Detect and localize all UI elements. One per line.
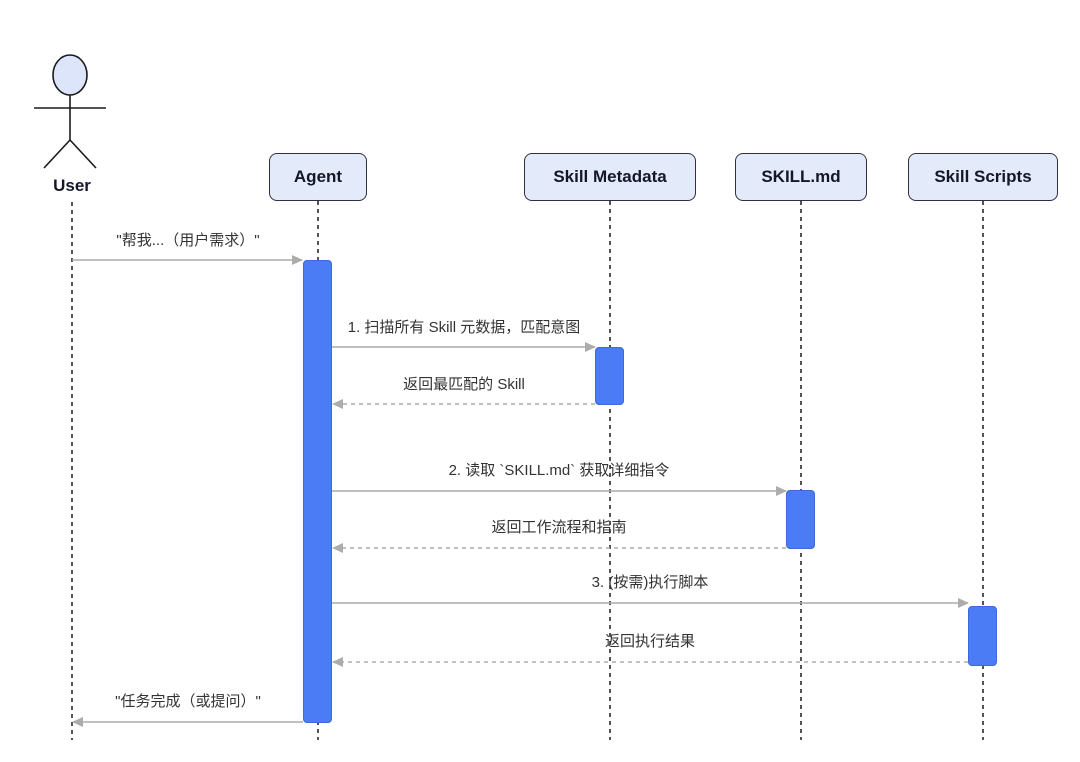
activation-skill-metadata [595,347,624,405]
actor-head [52,54,88,96]
participant-skill-md-label: SKILL.md [761,167,841,186]
message-label-scan-metadata: 1. 扫描所有 Skill 元数据，匹配意图 [347,319,581,336]
message-label-execute-scripts: 3. (按需)执行脚本 [591,574,709,591]
participant-skill-metadata: Skill Metadata [524,153,696,201]
message-label-return-best-skill: 返回最匹配的 Skill [403,376,525,393]
message-label-task-complete: "任务完成（或提问）" [115,693,261,710]
message-label-return-results: 返回执行结果 [604,633,696,650]
message-label-read-skill-md: 2. 读取 `SKILL.md` 获取详细指令 [448,462,670,479]
activation-skill-scripts [968,606,997,666]
participant-agent: Agent [269,153,367,201]
participant-skill-metadata-label: Skill Metadata [553,167,667,186]
actor-left-leg [43,139,71,169]
participant-skill-scripts-label: Skill Scripts [934,167,1032,186]
participant-skill-scripts: Skill Scripts [908,153,1058,201]
activation-agent [303,260,332,723]
actor-right-leg [69,139,97,169]
participant-agent-label: Agent [293,167,343,186]
message-label-return-workflow: 返回工作流程和指南 [491,519,627,536]
activation-skill-md [786,490,815,549]
participant-skill-md: SKILL.md [735,153,867,201]
message-label-user-request: "帮我...（用户需求）" [116,232,260,249]
actor-label-user: User [53,176,91,195]
user-actor-icon [34,54,106,169]
